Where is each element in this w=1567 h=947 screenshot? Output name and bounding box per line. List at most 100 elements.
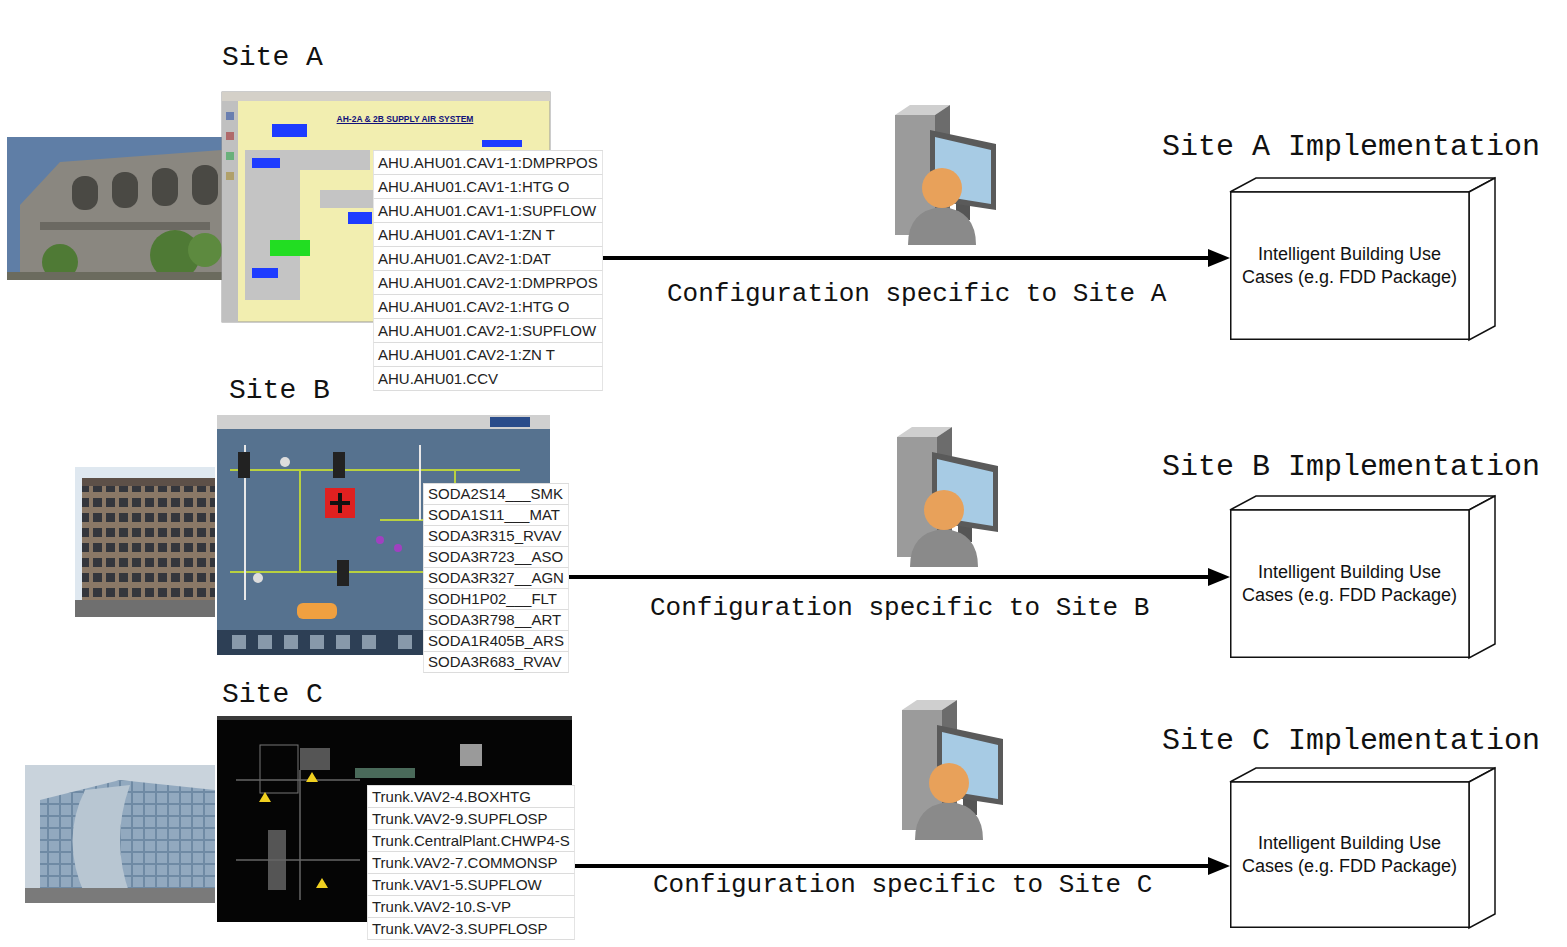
point-list: SODA2S14___SMKSODA1S11___MATSODA3R315_RV… — [423, 483, 569, 673]
street — [25, 888, 215, 903]
point-name: SODA3R798__ART — [423, 610, 569, 631]
arch-window — [192, 165, 218, 205]
point-name: Trunk.CentralPlant.CHWP4-S — [367, 830, 575, 852]
plus-sign — [330, 493, 350, 513]
point-name: SODA3R315_RVAV — [423, 526, 569, 547]
point-name: AHU.AHU01.CAV2-1:HTG O — [373, 295, 603, 319]
street — [75, 600, 215, 617]
value-box — [272, 124, 307, 137]
tool-icon — [398, 635, 412, 649]
status-box — [270, 240, 310, 256]
point-name: Trunk.VAV2-9.SUPFLOSP — [367, 808, 575, 830]
duct — [245, 150, 370, 300]
logo — [490, 417, 530, 427]
point-name: SODA3R327__AGN — [423, 568, 569, 589]
point-name: SODA2S14___SMK — [423, 484, 569, 505]
operator-icon — [902, 700, 1003, 840]
sensor-dot — [376, 536, 384, 544]
box-side — [1469, 768, 1495, 928]
point-name: Trunk.VAV2-3.SUPFLOSP — [367, 918, 575, 940]
point-name: AHU.AHU01.CAV1-1:DMPRPOS — [373, 151, 603, 175]
point-name: AHU.AHU01.CAV1-1:HTG O — [373, 175, 603, 199]
toolbar — [222, 101, 238, 322]
config-arrow — [575, 864, 1218, 868]
building — [40, 780, 215, 895]
point-name: AHU.AHU01.CAV2-1:SUPFLOW — [373, 319, 603, 343]
alarm-triangle — [259, 792, 271, 802]
box-side — [1469, 178, 1495, 340]
building — [20, 150, 222, 280]
point-name: Trunk.VAV1-5.SUPFLOW — [367, 874, 575, 896]
site-panel: Site CTrunk.VAV2-4.BOXHTGTrunk.VAV2-9.SU… — [217, 716, 575, 940]
bottom-toolbar — [217, 630, 423, 655]
sky — [7, 137, 222, 280]
box-top — [1230, 768, 1495, 782]
point-name: AHU.AHU01.CAV2-1:DAT — [373, 247, 603, 271]
point-name: Trunk.VAV2-10.S-VP — [367, 896, 575, 918]
building-photo — [7, 137, 222, 280]
site-heading: Site A — [222, 42, 323, 74]
box-top — [1230, 178, 1495, 192]
tree — [188, 233, 222, 267]
value-box — [482, 140, 522, 147]
box-front — [1231, 192, 1469, 339]
valve — [333, 452, 345, 478]
implementation-heading: Site B Implementation — [1162, 450, 1540, 485]
valve — [337, 560, 349, 586]
tool-icon — [226, 172, 234, 180]
point-name: Trunk.VAV2-7.COMMONSP — [367, 852, 575, 874]
pipe — [236, 770, 360, 900]
gauge — [253, 573, 263, 583]
point-name: AHU.AHU01.CAV2-1:DMPRPOS — [373, 271, 603, 295]
value-box — [348, 212, 372, 224]
tool-icon — [362, 635, 376, 649]
implementation-heading: Site C Implementation — [1162, 724, 1540, 759]
valve — [238, 452, 250, 478]
arrow-label: Configuration specific to Site B — [648, 594, 1151, 623]
sky — [75, 467, 215, 617]
config-arrow — [569, 575, 1218, 579]
arch-window — [152, 168, 178, 206]
alarm-triangle — [316, 878, 328, 888]
implementation-box: Site B ImplementationIntelligent Buildin… — [1230, 496, 1495, 658]
ledge — [40, 222, 210, 230]
tool-icon — [258, 635, 272, 649]
gauge — [280, 457, 290, 467]
value-box — [252, 268, 278, 278]
implementation-box: Site C ImplementationIntelligent Buildin… — [1230, 768, 1495, 928]
tool-icon — [232, 635, 246, 649]
building-photo — [75, 467, 215, 617]
curved-facade — [73, 785, 131, 895]
box-side — [1469, 496, 1495, 658]
operator-icon — [895, 105, 996, 245]
alarm-triangle — [306, 772, 318, 782]
implementation-box: Site A ImplementationIntelligent Buildin… — [1230, 178, 1495, 340]
tank — [297, 603, 337, 619]
pipe — [245, 445, 420, 600]
roof — [82, 478, 215, 486]
equipment — [260, 745, 298, 793]
arrow-label: Configuration specific to Site A — [665, 280, 1168, 309]
title-bar — [217, 415, 550, 429]
point-list: Trunk.VAV2-4.BOXHTGTrunk.VAV2-9.SUPFLOSP… — [367, 785, 575, 940]
point-name: SODA1R405B_ARS — [423, 631, 569, 652]
site-heading: Site B — [229, 375, 330, 407]
arrow-label: Configuration specific to Site C — [651, 871, 1154, 900]
point-name: Trunk.VAV2-4.BOXHTG — [367, 786, 575, 808]
building-photo — [25, 765, 215, 903]
arch-window — [72, 176, 98, 210]
point-name: AHU.AHU01.CAV1-1:ZN T — [373, 223, 603, 247]
point-name: AHU.AHU01.CAV1-1:SUPFLOW — [373, 199, 603, 223]
point-name: AHU.AHU01.CAV2-1:ZN T — [373, 343, 603, 367]
menu-bar — [222, 92, 550, 101]
arch-window — [112, 172, 138, 208]
box-front — [1231, 510, 1469, 657]
sky — [25, 765, 215, 903]
point-list: AHU.AHU01.CAV1-1:DMPRPOSAHU.AHU01.CAV1-1… — [373, 150, 603, 391]
config-arrow — [603, 256, 1218, 260]
tool-icon — [310, 635, 324, 649]
tool-icon — [226, 112, 234, 120]
building — [82, 484, 215, 617]
site-panel: Site AAHU.AHU01.CAV1-1:DMPRPOSAHU.AHU01.… — [222, 92, 603, 391]
equipment — [355, 768, 415, 778]
